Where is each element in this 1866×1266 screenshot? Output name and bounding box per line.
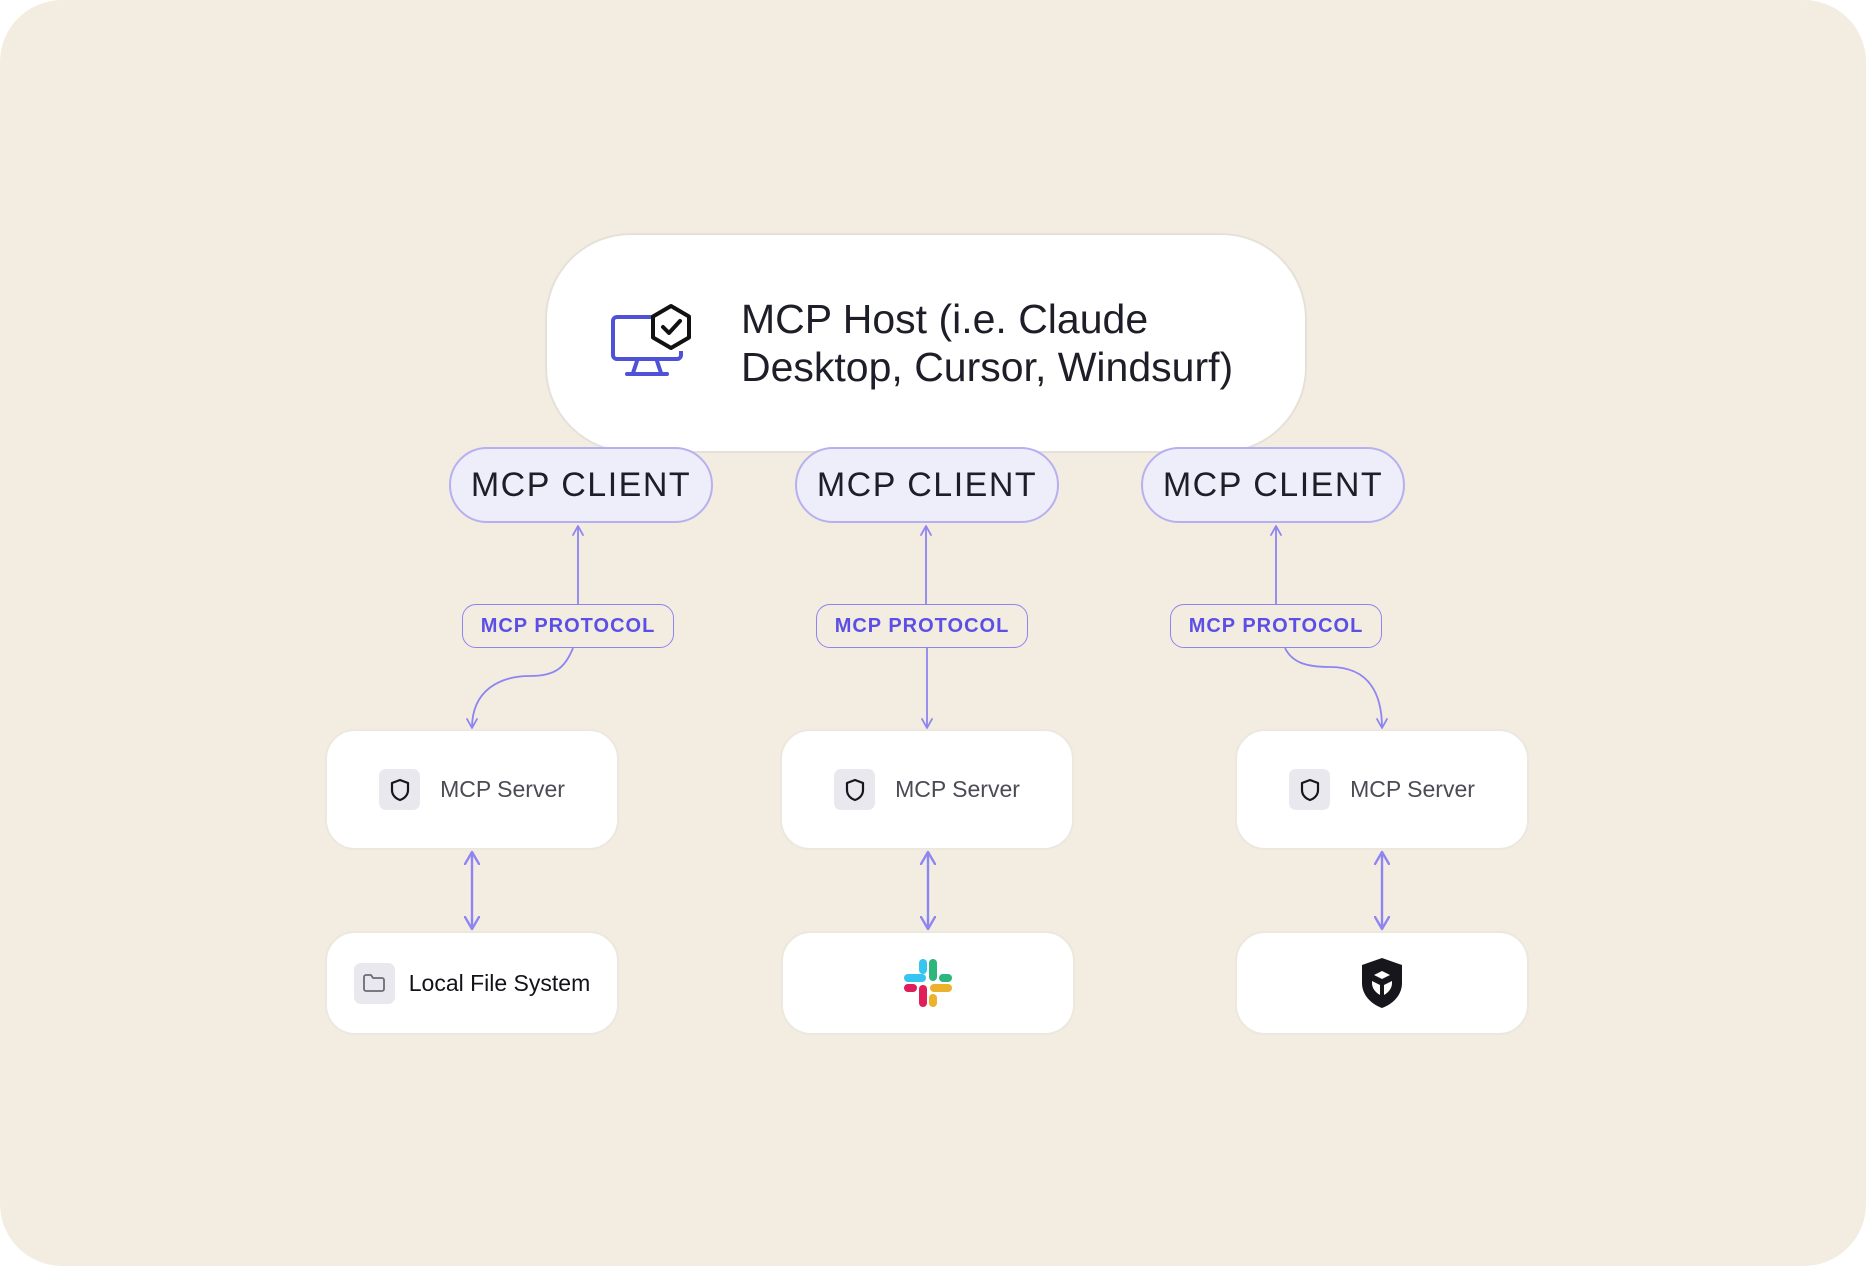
mcp-server-card-2: MCP Server <box>780 729 1074 850</box>
shield-icon <box>379 769 421 810</box>
mcp-protocol-label-2: MCP PROTOCOL <box>816 604 1028 648</box>
mcp-host-card: MCP Host (i.e. Claude Desktop, Cursor, W… <box>545 233 1307 453</box>
shield-icon <box>834 769 876 810</box>
host-title: MCP Host (i.e. Claude Desktop, Cursor, W… <box>741 296 1234 390</box>
folder-icon <box>353 962 395 1004</box>
resource-card-slack <box>781 931 1075 1035</box>
monitor-check-icon <box>611 304 691 376</box>
mcp-server-card-3: MCP Server <box>1235 729 1529 850</box>
mcp-protocol-label-3: MCP PROTOCOL <box>1170 604 1382 648</box>
server-label: MCP Server <box>895 776 1020 802</box>
connector-server-3 <box>1284 647 1388 729</box>
mcp-server-card-1: MCP Server <box>325 729 619 850</box>
mcp-client-3: MCP CLIENT <box>1141 447 1405 523</box>
mcp-client-2: MCP CLIENT <box>795 447 1059 523</box>
server-label: MCP Server <box>440 776 565 802</box>
resource-label: Local File System <box>408 969 591 996</box>
slack-logo-icon <box>904 959 952 1007</box>
shield-icon <box>1289 769 1331 810</box>
mcp-client-1: MCP CLIENT <box>449 447 713 523</box>
shield-logo-icon <box>1362 958 1402 1008</box>
server-label: MCP Server <box>1350 776 1475 802</box>
mcp-protocol-label-1: MCP PROTOCOL <box>462 604 674 648</box>
resource-card-local-file-system: Local File System <box>325 931 619 1035</box>
resource-card-shield-logo <box>1235 931 1529 1035</box>
connector-server-1 <box>466 647 574 729</box>
